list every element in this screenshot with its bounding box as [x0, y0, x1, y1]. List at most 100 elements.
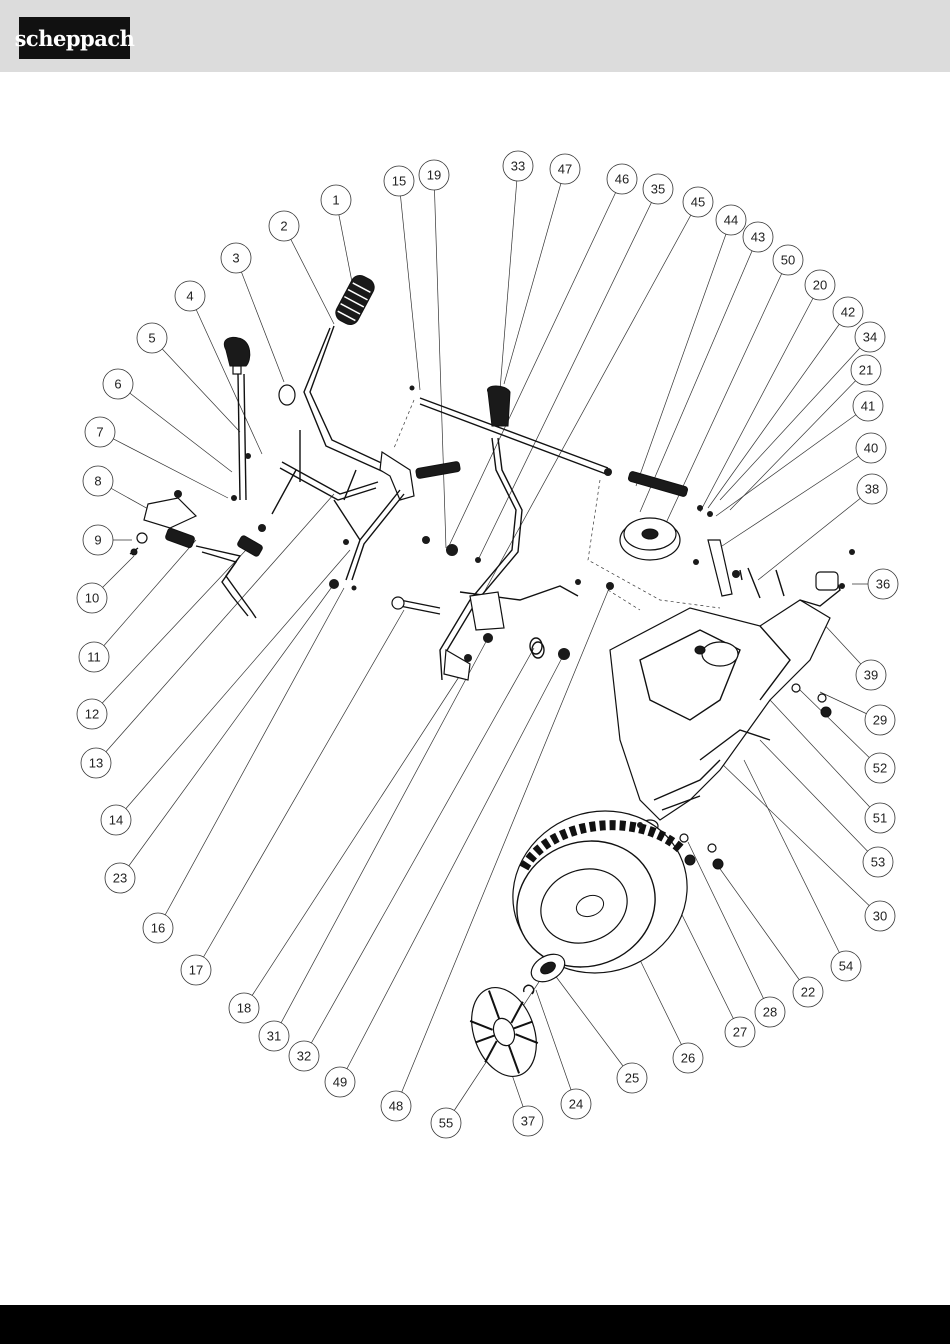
leader-line-18 [244, 666, 466, 1008]
leader-line-2 [284, 226, 334, 324]
leader-line-41 [716, 406, 868, 516]
leader-line-34 [720, 337, 870, 500]
callout-52: 52 [865, 753, 895, 783]
callout-number: 28 [763, 1005, 777, 1020]
callout-number: 42 [841, 305, 855, 320]
callout-number: 36 [876, 577, 890, 592]
callout-number: 30 [873, 909, 887, 924]
brand-logo-text: scheppach [15, 26, 135, 51]
callout-42: 42 [833, 297, 863, 327]
leader-line-7 [100, 432, 228, 498]
callout-6: 6 [103, 369, 133, 399]
callout-number: 31 [267, 1029, 281, 1044]
leader-line-46 [448, 179, 622, 548]
page-header: scheppach [0, 0, 950, 72]
callout-number: 21 [859, 363, 873, 378]
callout-number: 49 [333, 1075, 347, 1090]
callout-18: 18 [229, 993, 259, 1023]
callout-40: 40 [856, 433, 886, 463]
callout-54: 54 [831, 951, 861, 981]
spring-12 [237, 535, 264, 557]
leader-line-26 [640, 960, 688, 1058]
callout-11: 11 [79, 642, 109, 672]
callout-44: 44 [716, 205, 746, 235]
callout-number: 20 [813, 278, 827, 293]
wheel-cover [460, 979, 548, 1086]
callout-number: 52 [873, 761, 887, 776]
callout-number: 1 [332, 193, 339, 208]
callout-49: 49 [325, 1067, 355, 1097]
callout-number: 27 [733, 1025, 747, 1040]
leader-line-25 [554, 974, 632, 1078]
callout-7: 7 [85, 417, 115, 447]
callout-number: 25 [625, 1071, 639, 1086]
leader-line-14 [116, 550, 350, 820]
callout-9: 9 [83, 525, 113, 555]
callout-number: 19 [427, 168, 441, 183]
callout-29: 29 [865, 705, 895, 735]
leader-line-15 [399, 181, 420, 390]
callout-8: 8 [83, 466, 113, 496]
leader-line-28 [688, 842, 770, 1012]
callout-number: 54 [839, 959, 853, 974]
callout-number: 18 [237, 1001, 251, 1016]
leader-line-22 [718, 866, 808, 992]
callout-number: 5 [148, 331, 155, 346]
leader-line-17 [196, 610, 404, 970]
leader-line-47 [504, 169, 565, 384]
tire [490, 787, 710, 998]
callout-number: 37 [521, 1114, 535, 1129]
callout-number: 44 [724, 213, 738, 228]
callout-number: 4 [186, 289, 193, 304]
callout-45: 45 [683, 187, 713, 217]
leader-line-4 [190, 296, 262, 454]
callout-30: 30 [865, 901, 895, 931]
callout-4: 4 [175, 281, 205, 311]
callout-number: 2 [280, 219, 287, 234]
callout-36: 36 [868, 569, 898, 599]
callout-28: 28 [755, 997, 785, 1027]
callout-number: 8 [94, 474, 101, 489]
callout-number: 51 [873, 811, 887, 826]
callout-17: 17 [181, 955, 211, 985]
callout-number: 13 [89, 756, 103, 771]
callout-50: 50 [773, 245, 803, 275]
transaxle-body [610, 572, 840, 840]
callout-number: 39 [864, 668, 878, 683]
callout-24: 24 [561, 1089, 591, 1119]
callout-number: 46 [615, 172, 629, 187]
callout-12: 12 [77, 699, 107, 729]
callout-number: 29 [873, 713, 887, 728]
leader-line-21 [730, 370, 866, 510]
leader-line-19 [434, 175, 446, 548]
callout-20: 20 [805, 270, 835, 300]
callout-10: 10 [77, 583, 107, 613]
callout-number: 50 [781, 253, 795, 268]
callout-1: 1 [321, 185, 351, 215]
callout-16: 16 [143, 913, 173, 943]
callout-number: 40 [864, 441, 878, 456]
callout-25: 25 [617, 1063, 647, 1093]
callout-5: 5 [137, 323, 167, 353]
leader-line-6 [118, 384, 232, 472]
callout-number: 33 [511, 159, 525, 174]
callout-number: 34 [863, 330, 877, 345]
callout-number: 53 [871, 855, 885, 870]
leader-line-43 [640, 237, 758, 512]
callout-48: 48 [381, 1091, 411, 1121]
callout-number: 7 [96, 425, 103, 440]
callout-number: 35 [651, 182, 665, 197]
leader-line-35 [478, 189, 658, 560]
leader-line-11 [94, 540, 196, 657]
callout-21: 21 [851, 355, 881, 385]
leader-line-13 [96, 494, 334, 763]
callout-number: 3 [232, 251, 239, 266]
callout-22: 22 [793, 977, 823, 1007]
callout-23: 23 [105, 863, 135, 893]
page-footer [0, 1305, 950, 1344]
leader-line-23 [120, 584, 334, 878]
callout-47: 47 [550, 154, 580, 184]
leader-line-38 [758, 489, 872, 580]
callout-number: 10 [85, 591, 99, 606]
leader-line-16 [158, 588, 344, 928]
